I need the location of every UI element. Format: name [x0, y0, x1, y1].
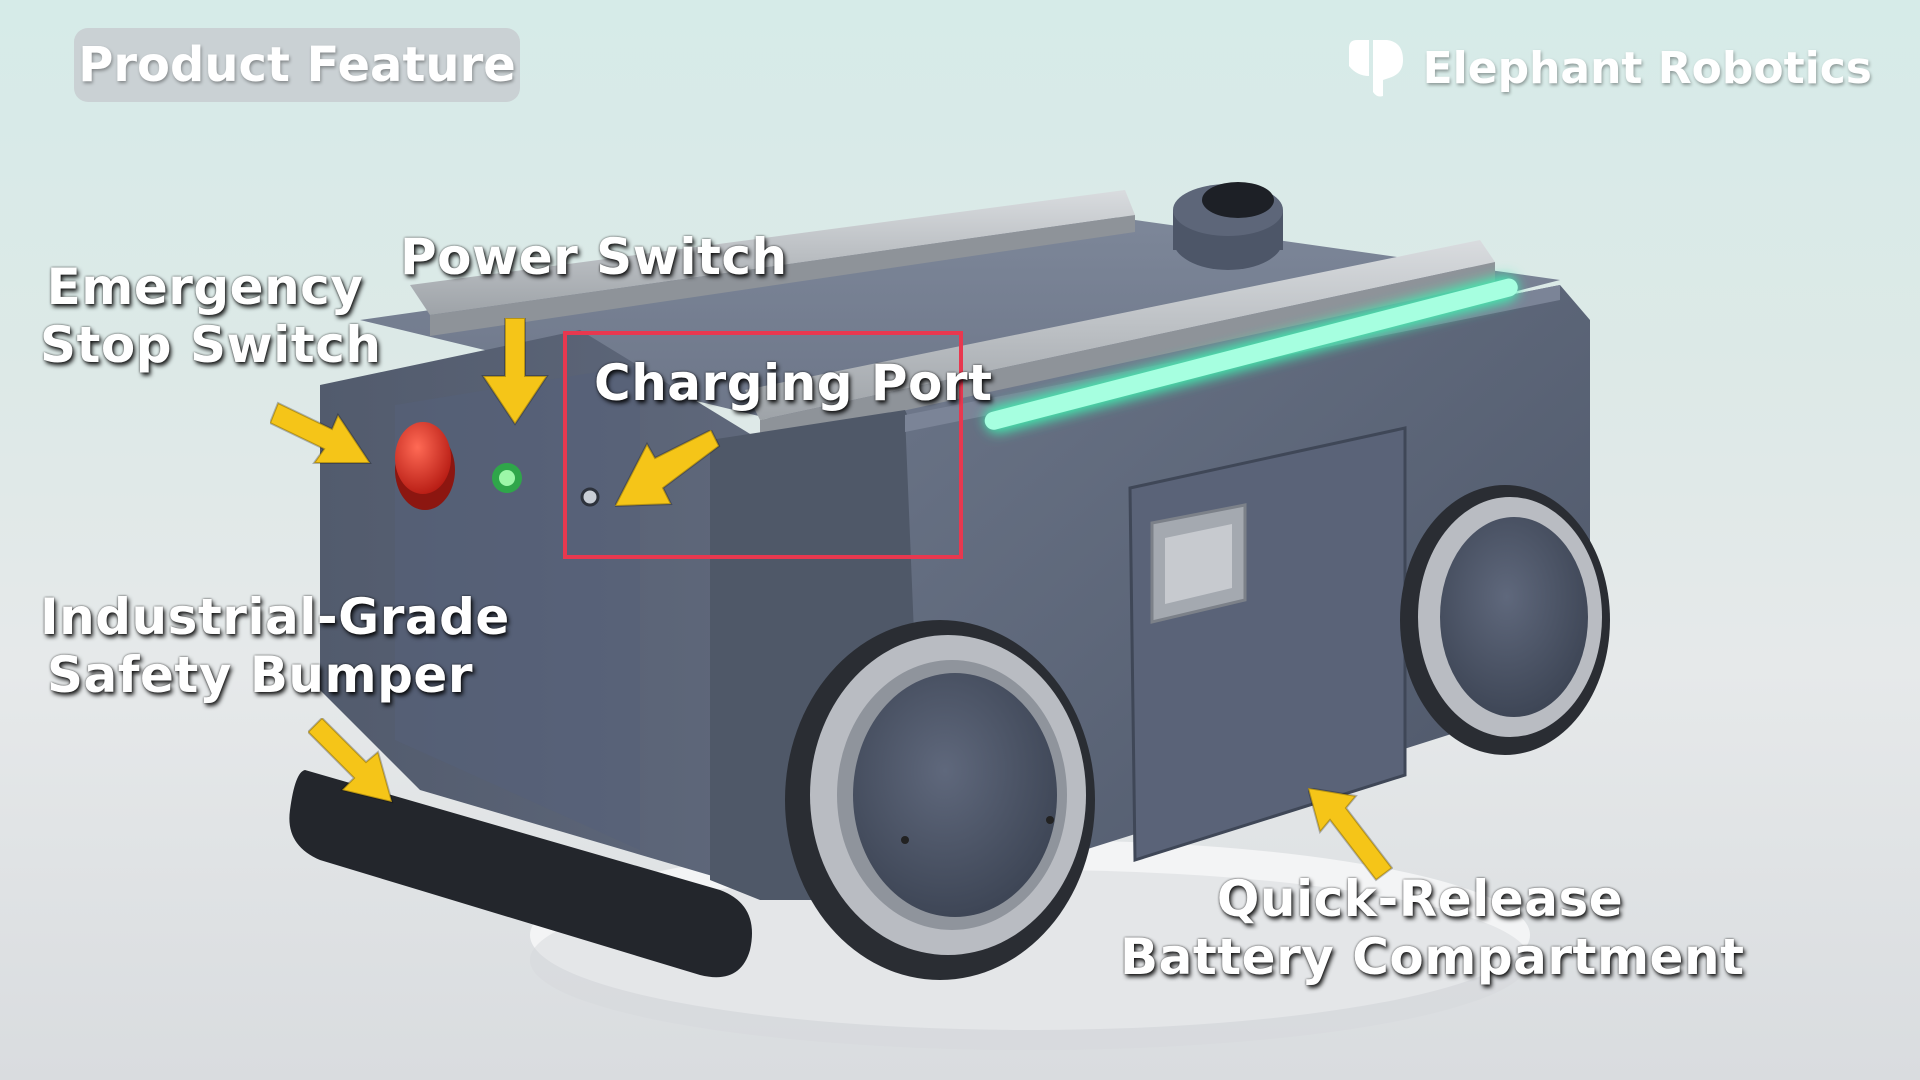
safety-bumper-bar	[289, 770, 752, 978]
arrow-icon	[481, 318, 549, 426]
callout-emergency-stop-line2: Stop Switch	[40, 316, 382, 374]
callout-emergency-stop: Emergency Stop Switch	[40, 258, 382, 374]
callout-battery-compartment-line1: Quick-Release	[1216, 870, 1624, 928]
arrow-icon	[270, 401, 372, 464]
front-wheel	[785, 620, 1095, 980]
elephant-logo-icon	[1348, 40, 1403, 97]
callout-battery-compartment: Quick-Release Battery Compartment	[1120, 870, 1745, 986]
badge-text: Product Feature	[78, 37, 516, 93]
charging-port	[580, 487, 600, 507]
charging-port-highlight-box	[563, 331, 963, 559]
rail-left	[410, 190, 1135, 315]
callout-charging-port: Charging Port	[594, 354, 993, 412]
arrow-icon	[308, 718, 394, 804]
brand-name: Elephant Robotics	[1422, 42, 1872, 94]
callout-safety-bumper-line1: Industrial-Grade	[40, 588, 510, 646]
callout-battery-compartment-line2: Battery Compartment	[1120, 928, 1745, 986]
rail-right	[745, 240, 1495, 420]
led-strip	[984, 278, 1518, 430]
rear-wheel	[1400, 485, 1610, 755]
product-feature-badge: Product Feature	[74, 28, 520, 102]
callout-power-switch: Power Switch	[400, 228, 788, 286]
arrow-icon	[1308, 788, 1393, 882]
estop-button	[395, 422, 451, 494]
callout-safety-bumper: Industrial-Grade Safety Bumper	[40, 588, 510, 704]
arrow-icon	[615, 430, 721, 508]
callout-safety-bumper-line2: Safety Bumper	[47, 646, 473, 704]
callout-emergency-stop-line1: Emergency	[46, 258, 364, 316]
brand-mark: Elephant Robotics	[1343, 36, 1872, 100]
